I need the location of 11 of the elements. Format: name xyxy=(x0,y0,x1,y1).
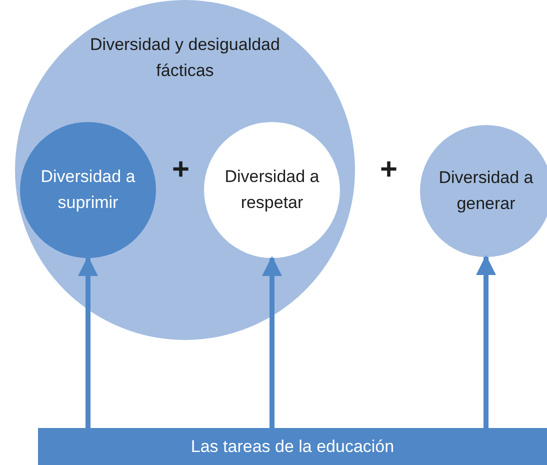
plus-sign: + xyxy=(380,155,398,185)
task-bar xyxy=(38,428,547,465)
arrow xyxy=(476,255,496,428)
arrow xyxy=(262,256,282,428)
circle-label: Diversidad a suprimir xyxy=(40,166,136,214)
circle-label: Diversidad y desigualdad fácticas xyxy=(89,34,281,82)
circle-label: Diversidad a respetar xyxy=(224,166,320,214)
circle-label: Diversidad a generar xyxy=(438,167,534,215)
plus-sign: + xyxy=(172,155,190,185)
arrow xyxy=(78,256,98,428)
bar-label: Las tareas de la educación xyxy=(190,436,394,458)
